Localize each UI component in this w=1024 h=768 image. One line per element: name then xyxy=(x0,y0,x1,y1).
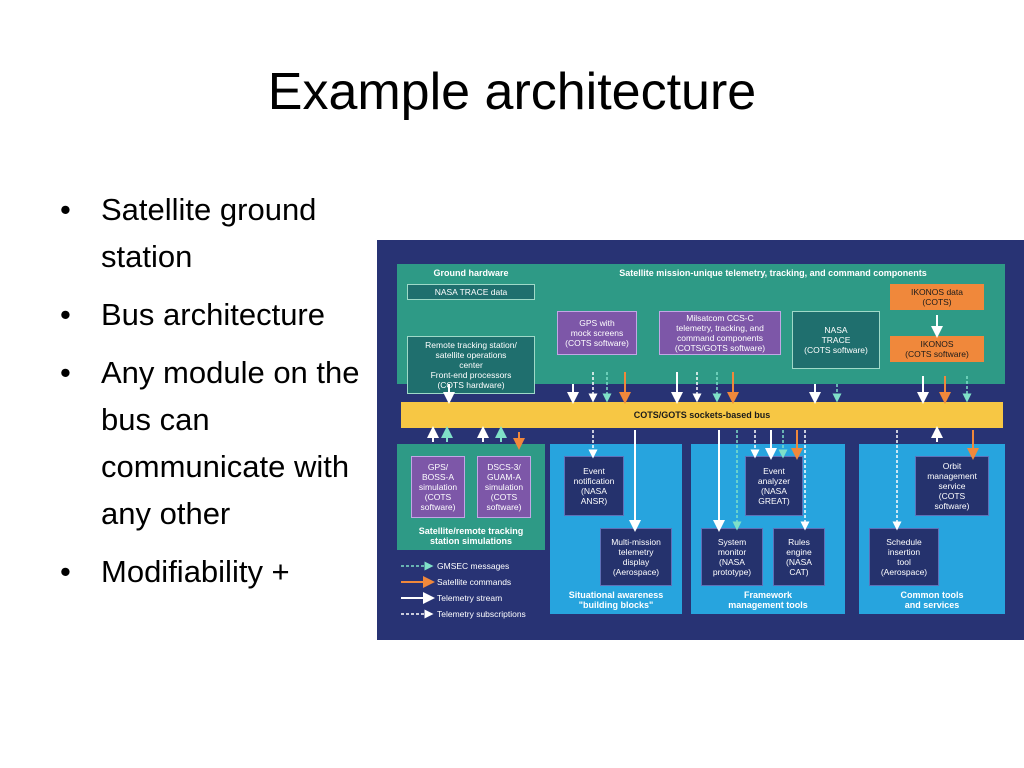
slide-title: Example architecture xyxy=(267,63,757,121)
connection-arrows xyxy=(401,315,979,619)
remote-tracking-station-box: Remote tracking station/ satellite opera… xyxy=(407,336,535,394)
gps-mock-screens-box: GPS with mock screens (COTS software) xyxy=(557,311,637,355)
ground-hardware-title: Ground hardware xyxy=(433,268,509,278)
ikonos-data-box: IKONOS data (COTS) xyxy=(890,284,984,310)
mission-unique-title: Satellite mission-unique telemetry, trac… xyxy=(619,268,927,278)
architecture-diagram: Ground hardware NASA TRACE data Remote t… xyxy=(377,240,1024,640)
bullet-item: Satellite ground station xyxy=(58,186,368,280)
event-notification-box: Event notification (NASA ANSR) xyxy=(564,456,624,516)
nasa-trace-box: NASA TRACE (COTS software) xyxy=(792,311,880,369)
orbit-management-box: Orbit management service (COTS software) xyxy=(915,456,989,516)
legend-commands-label: Satellite commands xyxy=(437,577,512,587)
event-analyzer-box: Event analyzer (NASA GREAT) xyxy=(745,456,803,516)
nasa-trace-data-box: NASA TRACE data xyxy=(407,284,535,300)
bullet-item: Modifiability + xyxy=(58,548,368,595)
common-tools-group: Orbit management service (COTS software)… xyxy=(859,444,1005,614)
framework-group: Event analyzer (NASA GREAT) System monit… xyxy=(691,444,845,614)
framework-title: Framework management tools xyxy=(728,590,808,610)
milsatcom-box: Milsatcom CCS-C telemetry, tracking, and… xyxy=(659,311,781,355)
bus-label: COTS/GOTS sockets-based bus xyxy=(633,410,771,420)
dscs-guam-simulation-box: DSCS-3/ GUAM-A simulation (COTS software… xyxy=(477,456,531,518)
rules-engine-box: Rules engine (NASA CAT) xyxy=(773,528,825,586)
ground-hardware-group: Ground hardware NASA TRACE data Remote t… xyxy=(397,264,545,394)
simulations-group: GPS/ BOSS-A simulation (COTS software) D… xyxy=(397,444,545,550)
legend-subscriptions-label: Telemetry subscriptions xyxy=(437,609,526,619)
legend-gmsec-label: GMSEC messages xyxy=(437,561,510,571)
simulations-title: Satellite/remote tracking station simula… xyxy=(418,526,524,546)
situational-awareness-group: Event notification (NASA ANSR) Multi-mis… xyxy=(550,444,682,614)
bullet-item: Bus architecture xyxy=(58,291,368,338)
multi-mission-telemetry-box: Multi-mission telemetry display (Aerospa… xyxy=(600,528,672,586)
system-monitor-box: System monitor (NASA prototype) xyxy=(701,528,763,586)
situational-awareness-title: Situational awareness "building blocks" xyxy=(568,590,664,610)
common-tools-title: Common tools and services xyxy=(900,590,964,610)
ikonos-box: IKONOS (COTS software) xyxy=(890,336,984,362)
schedule-insertion-box: Schedule insertion tool (Aerospace) xyxy=(869,528,939,586)
mission-unique-group: Satellite mission-unique telemetry, trac… xyxy=(541,264,1005,384)
gps-boss-simulation-box: GPS/ BOSS-A simulation (COTS software) xyxy=(411,456,465,518)
legend-stream-label: Telemetry stream xyxy=(437,593,503,603)
bullet-list: Satellite ground station Bus architectur… xyxy=(58,186,368,606)
bullet-item: Any module on the bus can communicate wi… xyxy=(58,349,368,537)
sockets-bus xyxy=(401,402,1003,428)
